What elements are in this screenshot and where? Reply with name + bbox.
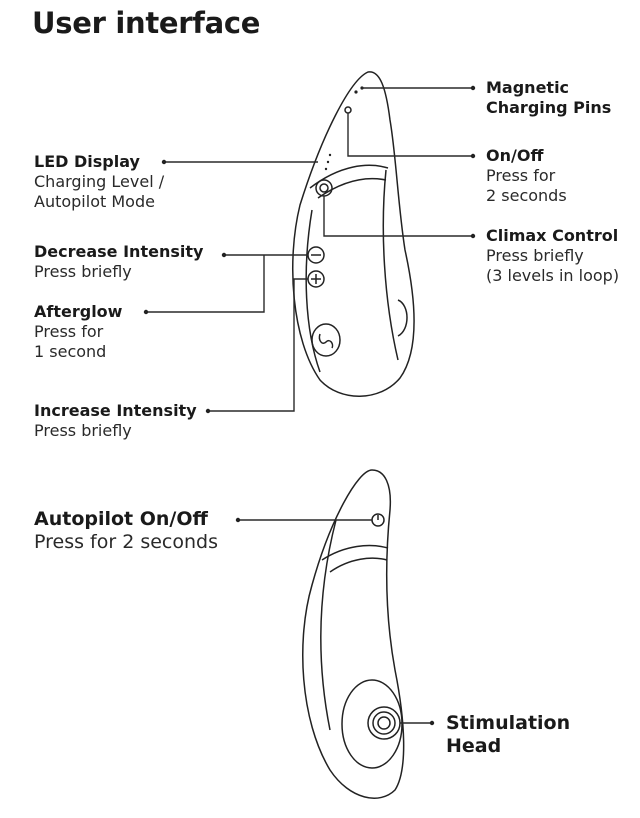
plus-icon [311, 274, 321, 284]
page-title: User interface [32, 6, 261, 40]
stimulation-head [341, 679, 403, 769]
logo-icon [318, 333, 334, 349]
leader-lines-front [143, 85, 476, 414]
label-increase-line1: Press briefly [34, 421, 132, 440]
device-side-cap-seam-2 [329, 557, 388, 573]
device-front-view [291, 71, 415, 397]
label-afterglow-title: Afterglow [34, 302, 123, 321]
label-afterglow: Afterglow Press for 1 second [34, 302, 122, 362]
label-decrease-title: Decrease Intensity [34, 242, 204, 261]
magnetic-pin-1 [354, 90, 358, 94]
leader-lines-side [235, 517, 435, 726]
brand-button[interactable] [311, 323, 341, 357]
device-side-body [302, 469, 405, 799]
label-climax-control-line2: (3 levels in loop) [486, 266, 620, 285]
leader-on-off [347, 113, 473, 157]
autopilot-button[interactable] [371, 513, 385, 527]
label-increase-title: Increase Intensity [34, 401, 197, 420]
device-front-cap-seam-2 [317, 177, 387, 199]
leader-climax-control [323, 196, 473, 237]
on-off-indicator [344, 106, 352, 114]
device-side-front-contour [320, 519, 337, 731]
label-afterglow-line1: Press for [34, 322, 104, 341]
label-climax-control: Climax Control Press briefly (3 levels i… [486, 226, 619, 286]
device-front-side-contour [382, 169, 399, 361]
label-autopilot-line1: Press for 2 seconds [34, 531, 218, 553]
led-dot-3 [324, 167, 328, 171]
leader-increase [208, 278, 308, 412]
label-afterglow-line2: 1 second [34, 342, 107, 361]
label-led-display-title: LED Display [34, 152, 140, 171]
label-magnetic-pins-line2: Charging Pins [486, 98, 612, 117]
device-front-inner-contour [305, 209, 321, 373]
device-front-body [291, 71, 415, 397]
label-magnetic-pins-line1: Magnetic [486, 78, 570, 97]
led-dot-2 [326, 160, 330, 164]
label-on-off: On/Off Press for 2 seconds [486, 146, 567, 206]
label-stimulation-head: Stimulation Head [446, 712, 570, 758]
label-magnetic-pins: Magnetic Charging Pins [486, 78, 611, 118]
label-increase-intensity: Increase Intensity Press briefly [34, 401, 197, 441]
label-led-display-line1: Charging Level / [34, 172, 165, 191]
label-autopilot-title: Autopilot On/Off [34, 508, 208, 530]
label-decrease-intensity: Decrease Intensity Press briefly [34, 242, 203, 282]
device-front-stim-head-edge [397, 299, 408, 337]
label-decrease-line1: Press briefly [34, 262, 132, 281]
label-stim-head-line2: Head [446, 735, 502, 757]
label-on-off-title: On/Off [486, 146, 544, 165]
label-led-display: LED Display Charging Level / Autopilot M… [34, 152, 164, 212]
label-stim-head-line1: Stimulation [446, 712, 571, 734]
label-on-off-line1: Press for [486, 166, 556, 185]
label-on-off-line2: 2 seconds [486, 186, 567, 205]
device-side-view [302, 469, 405, 799]
label-autopilot: Autopilot On/Off Press for 2 seconds [34, 508, 218, 554]
leader-afterglow [146, 255, 265, 313]
increase-intensity-button[interactable] [307, 270, 325, 288]
decrease-intensity-button[interactable] [307, 246, 325, 264]
label-led-display-line2: Autopilot Mode [34, 192, 155, 211]
led-dot-1 [328, 153, 332, 157]
label-climax-control-title: Climax Control [486, 226, 619, 245]
label-climax-control-line1: Press briefly [486, 246, 584, 265]
